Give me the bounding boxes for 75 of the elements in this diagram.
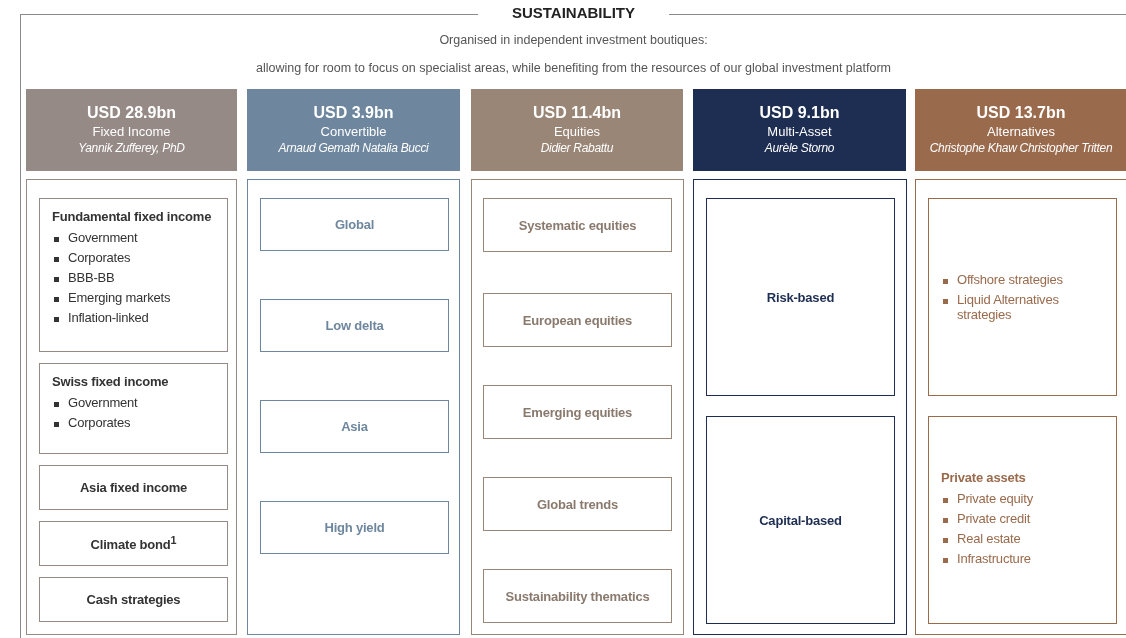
strategy-heading: Private assets [941, 469, 1027, 485]
list-item: Emerging markets [68, 290, 171, 305]
strategy-box [483, 385, 672, 439]
strategy-label: Global trends [536, 496, 619, 512]
column-panel [693, 179, 907, 635]
list-item: Corporates [68, 250, 131, 265]
strategy-label: High yield [324, 520, 385, 535]
strategy-label: Emerging equities [522, 404, 633, 420]
strategy-box [483, 293, 672, 347]
strategy-label: Risk-based [766, 289, 835, 305]
manager-name: Arnaud Gemath Natalia Bucci [277, 140, 430, 157]
amount-text: USD 28.9bn [86, 103, 177, 123]
column-panel [471, 179, 684, 635]
manager-name: Didier Rabattu [539, 140, 615, 157]
strategy-label: Global [334, 217, 375, 232]
category-name: Equities [552, 123, 602, 140]
strategy-label: Capital-based [759, 512, 842, 528]
strategy-box [260, 198, 449, 251]
strategy-box [706, 416, 895, 624]
category-header [471, 89, 683, 171]
column-panel [247, 179, 460, 635]
strategy-box [39, 521, 228, 566]
list-item: Infrastructure [957, 550, 1031, 566]
strategy-box [928, 416, 1117, 624]
manager-name: Christophe Khaw Christopher Tritten [928, 140, 1114, 157]
amount-text: USD 9.1bn [758, 103, 841, 123]
column-panel [915, 179, 1126, 635]
strategy-label: Cash strategies [86, 592, 181, 607]
strategy-label: Asia fixed income [79, 480, 188, 495]
list-item: Corporates [68, 415, 131, 430]
amount-text: USD 3.9bn [312, 103, 395, 123]
category-header [26, 89, 237, 171]
category-name: Alternatives [986, 123, 1056, 140]
subtitle-text: allowing for room to focus on specialist areas, while benefiting from the resources of our global investment platform [254, 61, 892, 75]
amount-text: USD 13.7bn [975, 103, 1067, 123]
subtitle-text: Organised in independent investment boutiques: [438, 33, 709, 47]
list-item: Inflation-linked [68, 310, 149, 325]
list-item: Liquid Alternatives strategies [957, 292, 1060, 322]
column-panel [26, 179, 237, 635]
strategy-box [483, 569, 672, 623]
category-name: Fixed Income [91, 123, 172, 140]
category-header [693, 89, 906, 171]
list-item: Offshore strategies [957, 272, 1063, 287]
strategy-box [39, 363, 228, 454]
strategy-box [39, 198, 228, 352]
strategy-box [928, 198, 1117, 396]
manager-name: Aurèle Storno [763, 140, 836, 157]
strategy-heading: Swiss fixed income [52, 374, 170, 389]
strategy-box [260, 501, 449, 554]
category-name: Multi-Asset [766, 123, 833, 140]
strategy-label: Climate bond$^{1}$ [90, 534, 177, 553]
strategy-label: Asia [341, 419, 368, 434]
strategy-label: European equities [522, 312, 633, 328]
category-header [915, 89, 1126, 171]
strategy-label: Sustainability thematics [505, 588, 650, 604]
strategy-box [483, 198, 672, 252]
strategy-label: Low delta [325, 318, 384, 333]
strategy-box [706, 198, 895, 396]
strategy-box [39, 465, 228, 510]
list-item: Government [68, 230, 138, 245]
category-header [247, 89, 460, 171]
list-item: BBB-BB [68, 270, 115, 285]
strategy-box [39, 577, 228, 622]
list-item: Private equity [957, 490, 1033, 506]
list-item: Real estate [957, 530, 1021, 546]
strategy-box [483, 477, 672, 531]
strategy-heading: Fundamental fixed income [52, 209, 213, 224]
amount-text: USD 11.4bn [532, 103, 622, 123]
strategy-box [260, 400, 449, 453]
strategy-box [260, 299, 449, 352]
manager-name: Yannik Zufferey, PhD [77, 140, 186, 157]
list-item: Private credit [957, 510, 1031, 526]
list-item: Government [68, 395, 138, 410]
strategy-label: Systematic equities [518, 217, 637, 233]
category-name: Convertible [319, 123, 388, 140]
